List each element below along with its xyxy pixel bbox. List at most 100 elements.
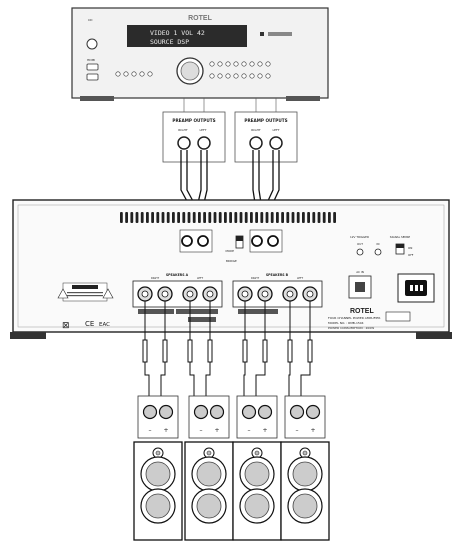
speaker-cable-7 — [300, 301, 313, 398]
preamp-side-label: HDMI — [87, 58, 95, 62]
preamp-button-17 — [241, 73, 247, 79]
ir-port-inner — [355, 282, 365, 292]
preamp-output-box-right: PREAMP OUTPUTS RIGHT LEFT — [234, 98, 298, 163]
speaker-cable-1 — [160, 301, 168, 398]
hdmi-port-icon — [86, 73, 99, 81]
on-label: ON — [408, 246, 412, 250]
amp-binding-post-core-6 — [286, 290, 294, 298]
speaker-minus-label-2: – — [200, 427, 203, 434]
model-line3: POWER CONSUMPTION : 200W — [328, 326, 374, 330]
amp-foot-left — [10, 332, 46, 339]
signal-switch-toggle — [396, 244, 404, 248]
speaker-terminal-plus-1 — [158, 404, 174, 420]
spk-a-label-strip-1 — [138, 309, 174, 314]
warning-triangle-icon — [57, 288, 69, 299]
spk-b-left-label: LEFT — [297, 276, 304, 280]
spk-a-left-label: LEFT — [197, 276, 204, 280]
vent-slot-13 — [187, 212, 191, 223]
mode-switch-toggle — [236, 236, 243, 241]
vent-slot-30 — [276, 212, 279, 223]
vent-slot-38 — [317, 212, 321, 223]
vent-slot-3 — [135, 212, 139, 223]
preamp-output-box-frame-2 — [234, 111, 298, 163]
vent-slot-28 — [265, 212, 269, 223]
warning-text-1 — [67, 292, 103, 294]
speaker-cable-2 — [187, 301, 195, 398]
rca-jack-left-2 — [269, 136, 283, 150]
vent-slot-2 — [130, 212, 134, 223]
vent-slot-18 — [213, 212, 217, 223]
amp-inner-frame — [17, 204, 445, 328]
spk-b-label-strip — [238, 309, 278, 314]
speaker-cable-4 — [242, 301, 248, 398]
amp-binding-post-core-7 — [306, 290, 314, 298]
ventilation-slots — [120, 212, 336, 223]
amplifier-unit: MODE BRIDGE OUT IN SIGNAL SENSE ON OFF 1… — [10, 199, 452, 339]
vent-slot-7 — [156, 212, 160, 223]
vent-slot-10 — [172, 212, 175, 223]
tweeter-dome-1 — [155, 450, 161, 456]
preamp-output-box-frame — [162, 111, 226, 163]
vent-slot-22 — [234, 212, 238, 223]
vent-slot-34 — [296, 212, 300, 223]
woofer-cone-4-2 — [292, 493, 318, 519]
preamp-display — [127, 25, 247, 47]
jack-label-right-2: RIGHT — [251, 128, 261, 132]
amp-rca-inputs — [179, 229, 283, 253]
woofer-cone-2-1 — [196, 461, 222, 487]
vent-slot-4 — [140, 212, 144, 223]
amp-input-jack-1 — [181, 235, 193, 247]
preamp-brand: ROTEL — [188, 15, 212, 22]
vent-slot-17 — [208, 212, 212, 223]
vent-slot-39 — [322, 212, 326, 223]
vent-slot-0 — [120, 212, 123, 223]
amp-binding-post-core-2 — [186, 290, 194, 298]
woofer-cone-3-2 — [244, 493, 270, 519]
vent-slot-5 — [146, 212, 149, 223]
amp-brand: ROTEL — [350, 308, 374, 315]
preamp-button-5 — [209, 61, 215, 67]
preamp-button-3 — [139, 71, 145, 77]
power-knob — [86, 38, 98, 50]
preamp-button-2 — [131, 71, 137, 77]
speaker-4: –+ — [280, 395, 330, 541]
amp-input-jack-2 — [197, 235, 209, 247]
speaker-cable-6 — [287, 301, 293, 398]
vent-slot-40 — [328, 212, 331, 223]
speaker-terminal-panel-4 — [284, 395, 326, 439]
speaker-plus-label-4: + — [310, 427, 315, 434]
weee-bin-icon: ⊠ — [62, 321, 70, 331]
ac-pin-2 — [415, 285, 418, 291]
spk-a-label-strip-3 — [188, 317, 216, 322]
speaker-terminal-panel-2 — [188, 395, 230, 439]
speaker-cable-3 — [205, 301, 213, 398]
usb-port-icon — [86, 63, 99, 71]
speakers-b-label: SPEAKERS B — [266, 273, 289, 277]
preamp-button-14 — [217, 73, 223, 79]
vent-slot-15 — [198, 212, 201, 223]
preamp-button-9 — [241, 61, 247, 67]
preamp-button-rows — [115, 61, 271, 79]
preamp-button-7 — [225, 61, 231, 67]
trigger-in-label: IN — [377, 242, 380, 246]
jack-label-left-2: LEFT — [272, 128, 279, 132]
vent-slot-26 — [255, 212, 258, 223]
speaker-terminal-panel-3 — [236, 395, 278, 439]
vent-slot-9 — [166, 212, 170, 223]
ce-mark: CE — [85, 320, 94, 328]
vent-slot-19 — [218, 212, 222, 223]
woofer-cone-1-2 — [145, 493, 171, 519]
speaker-terminal-plus-4 — [305, 404, 321, 420]
tweeter-dome-4 — [302, 450, 308, 456]
speaker-3: –+ — [232, 395, 282, 541]
speaker-minus-label-4: – — [296, 427, 299, 434]
preamp-button-0 — [115, 71, 121, 77]
spk-b-right-label: RIGHT — [251, 276, 260, 280]
amp-foot-right — [416, 332, 452, 339]
warning-text-2 — [67, 295, 103, 297]
vent-slot-29 — [270, 212, 274, 223]
speaker-terminal-minus-4 — [289, 404, 305, 420]
vent-slot-24 — [244, 212, 248, 223]
speaker-cable-0 — [142, 301, 150, 398]
